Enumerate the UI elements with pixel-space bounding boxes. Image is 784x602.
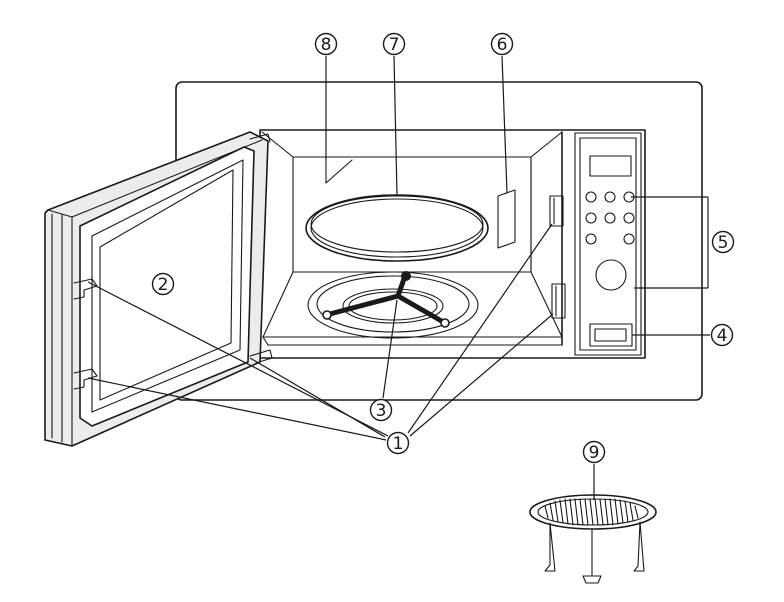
control-knob [596, 260, 626, 290]
svg-text:8: 8 [321, 35, 332, 55]
svg-text:7: 7 [389, 35, 400, 55]
glass-tray [306, 195, 488, 261]
door-release-button [590, 324, 632, 346]
callout-3: 3 [371, 400, 392, 422]
oven-cavity [262, 132, 562, 345]
callout-7: 7 [384, 34, 405, 56]
callout-6: 6 [492, 34, 513, 56]
grill-heater [326, 160, 352, 183]
svg-text:3: 3 [376, 401, 387, 421]
display-window [590, 156, 631, 176]
control-panel [575, 133, 641, 355]
callout-5: 5 [713, 232, 734, 254]
grill-rack [530, 495, 656, 583]
svg-text:6: 6 [497, 35, 508, 55]
callout-4: 4 [712, 325, 733, 347]
svg-text:5: 5 [718, 233, 729, 253]
svg-text:9: 9 [589, 443, 600, 463]
callout-1: 1 [388, 433, 409, 455]
callout-2: 2 [153, 274, 174, 296]
svg-text:1: 1 [393, 434, 404, 454]
svg-text:4: 4 [717, 326, 728, 346]
callout-8: 8 [316, 34, 337, 56]
svg-text:2: 2 [158, 275, 169, 295]
callout-9: 9 [584, 442, 605, 464]
mica-cover [498, 190, 515, 248]
